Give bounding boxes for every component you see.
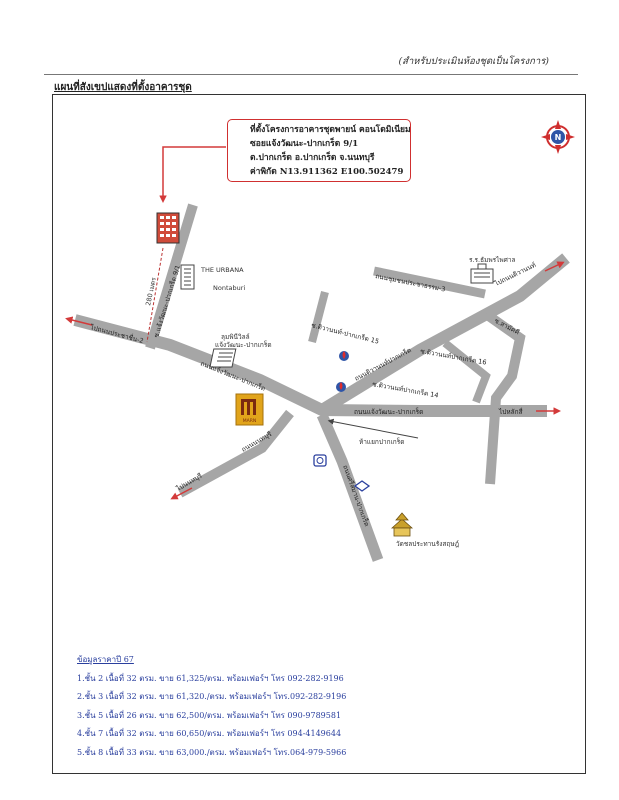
soi-9-1-label: ซ.แจ้งวัฒนะ-ปากเกร็ด 9/1: [151, 264, 182, 339]
header-rule: [44, 74, 578, 75]
gas-station-icon-2: [336, 382, 346, 392]
compass-icon: N: [541, 120, 575, 154]
page-title: แผนที่สังเขปแสดงที่ตั้งอาคารชุด: [54, 82, 192, 93]
urbana-building-icon: [180, 264, 195, 290]
distance-label: 280 เมตร: [144, 276, 158, 306]
si-saman-label: ถนนศรีสมาน-ปากเกร็ด: [341, 464, 372, 528]
lumpini-sub-label: แจ้งวัฒนะ-ปากเกร็ด: [215, 340, 272, 349]
price-heading: ข้อมูลราคาปี 67: [77, 655, 134, 664]
road-samakkhi: [483, 309, 526, 485]
price-line: 1.ชั้น 2 เนื้อที่ 32 ตรม. ขาย 61,325/ตรม…: [77, 673, 344, 683]
price-line: 5.ชั้น 8 เนื้อที่ 33 ตรม. ขาย 63,000./ตร…: [77, 747, 347, 757]
soi-tiwanon-15-label: ซ.ติวานนท์-ปากเกร็ด 15: [311, 320, 381, 346]
school-building-icon: [470, 263, 494, 284]
urbana-sub-label: Nontaburi: [213, 284, 245, 292]
lumpini-building-icon: [209, 348, 237, 368]
project-building-icon: [156, 212, 180, 244]
map-frame: [52, 94, 586, 774]
road-soi-15: [308, 290, 329, 344]
road-chumchon: [373, 266, 486, 299]
price-info: ข้อมูลราคาปี 67 1.ชั้น 2 เนื้อที่ 32 ตรม…: [77, 651, 346, 762]
soi-tiwanon-14-label: ซ.ติวานนท์ปากเกร็ด 14: [372, 379, 440, 400]
to-lak-si-label: ไปหลักสี่: [498, 407, 523, 416]
project-logo-text: MARN: [243, 418, 256, 424]
bank-icon-1: [313, 454, 327, 467]
urbana-label: THE URBANA: [200, 266, 244, 274]
road-soi-14: [442, 339, 491, 404]
price-line: 3.ชั้น 5 เนื้อที่ 26 ตรม. ขาย 62,500/ตรม…: [77, 710, 342, 720]
road-si-saman: [316, 412, 384, 562]
chaeng-wattana-right-label: ถนนแจ้งวัฒนะ-ปากเกร็ด: [354, 407, 423, 416]
price-line: 4.ชั้น 7 เนื้อที่ 32 ตรม. ขาย 60,650/ตรม…: [77, 729, 342, 738]
project-logo: MARN: [235, 393, 264, 426]
direction-arrows: [65, 146, 565, 500]
gas-station-icon-1: [339, 351, 349, 361]
lumpini-label: ลุมพินีวิลล์: [221, 333, 250, 341]
price-line: 2.ชั้น 3 เนื้อที่ 32 ตรม. ขาย 61,320./ตร…: [77, 692, 347, 701]
distance-line: [146, 247, 164, 343]
callout-line-1: ที่ตั้งโครงการอาคารชุดพายน์ คอนโดมิเนียม: [250, 125, 411, 135]
compass-letter: N: [555, 133, 562, 142]
temple-icon: [390, 512, 414, 537]
road-tiwanon: [318, 253, 570, 416]
road-soi-9-1: [145, 203, 198, 350]
school-label: ร.ร.ธัมพรไพศาล: [469, 256, 515, 264]
project-callout: ที่ตั้งโครงการอาคารชุดพายน์ คอนโดมิเนียม…: [227, 119, 411, 182]
bank-icon-2: [353, 480, 371, 492]
intersection-label: ห้าแยกปากเกร็ด: [359, 437, 404, 446]
header-note: (สำหรับประเมินห้องชุดเป็นโครงการ): [398, 56, 549, 67]
callout-line-4: ค่าพิกัด N13.911362 E100.502479: [250, 167, 404, 177]
temple-label: วัดชลประทานรังสฤษฎ์: [396, 540, 459, 548]
callout-line-2: ซอยแจ้งวัฒนะ-ปากเกร็ด 9/1: [250, 139, 359, 149]
roads: [73, 203, 570, 562]
intersection-pointer: [327, 418, 419, 439]
road-nonthaburi: [177, 409, 294, 498]
callout-line-3: ต.ปากเกร็ด อ.ปากเกร็ด จ.นนทบุรี: [250, 153, 375, 163]
